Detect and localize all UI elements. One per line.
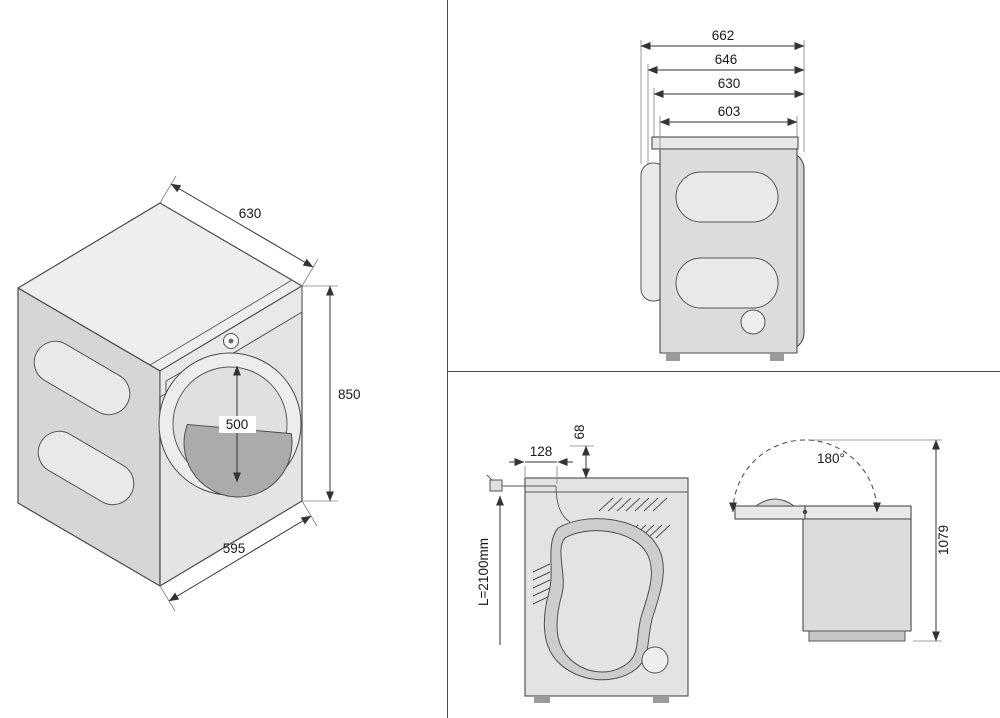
front-foot xyxy=(666,353,680,361)
dim-hose-length: L=2100mm xyxy=(476,495,504,645)
dim-label-68: 68 xyxy=(572,424,587,439)
extension-line xyxy=(159,585,176,612)
dim-door-diameter: 500 xyxy=(219,365,256,483)
drain-cap-rear xyxy=(641,646,669,674)
hose-entry xyxy=(555,485,571,523)
hose-connector-icon xyxy=(486,474,556,492)
drain-hose-coil-inner xyxy=(556,530,652,673)
dim-depth-3: 630 xyxy=(653,76,805,98)
lid-opening-arc xyxy=(729,439,881,513)
view-lid-open: 180° 1079 xyxy=(729,439,951,642)
top-lid-seam xyxy=(149,279,293,366)
view-side: 662 646 630 603 xyxy=(640,28,805,361)
dim-label-depth: 630 xyxy=(239,206,262,221)
dim-label-646: 646 xyxy=(715,52,738,67)
side-slot-lower xyxy=(675,257,779,309)
machine-body-front xyxy=(802,518,912,632)
dim-depth-4: 603 xyxy=(659,104,798,126)
dim-label-128: 128 xyxy=(530,444,553,459)
dim-width: 595 xyxy=(159,500,318,612)
dim-depth: 630 xyxy=(159,175,319,287)
dim-hose-offset-left: 128 xyxy=(509,444,573,484)
dim-label-background xyxy=(219,416,256,433)
right-foot xyxy=(653,696,669,703)
dim-label-630: 630 xyxy=(718,76,741,91)
rear-foot xyxy=(770,353,784,361)
dim-hose-offset-top: 68 xyxy=(570,424,594,479)
machine-base xyxy=(808,630,906,642)
side-vent-slot-lower xyxy=(37,430,135,506)
dimension-line xyxy=(170,183,314,268)
lid-handle xyxy=(754,498,796,507)
side-vent-slot-upper xyxy=(33,340,131,416)
program-knob-center xyxy=(228,338,234,344)
vent-hatch-top xyxy=(598,497,668,512)
dim-open-height: 1079 xyxy=(808,439,951,642)
extension-line xyxy=(301,258,319,287)
dim-label-hose-length: L=2100mm xyxy=(476,538,491,606)
top-panel xyxy=(804,505,912,520)
dim-label-662: 662 xyxy=(712,28,735,43)
view-rear: 128 68 L=2100mm xyxy=(476,424,689,703)
open-lid-panel xyxy=(734,505,806,520)
drain-cap xyxy=(740,309,766,335)
dim-label-door-diameter: 500 xyxy=(226,417,249,432)
left-foot xyxy=(534,696,550,703)
dimension-line xyxy=(168,515,312,602)
dim-depth-2: 646 xyxy=(647,52,805,74)
extension-line xyxy=(301,500,318,527)
top-panel xyxy=(651,136,799,150)
view-isometric: 630 850 500 595 xyxy=(17,175,361,612)
dim-depth-1: 662 xyxy=(640,28,805,50)
dim-label-height: 850 xyxy=(338,387,361,402)
dim-label-width: 595 xyxy=(223,541,246,556)
dim-label-1079: 1079 xyxy=(936,525,951,555)
dim-label-603: 603 xyxy=(718,104,741,119)
hinge-point xyxy=(802,509,808,515)
side-slot-upper xyxy=(675,171,779,223)
dim-height: 850 xyxy=(302,285,361,502)
dim-label-angle: 180° xyxy=(817,451,845,466)
extension-line xyxy=(159,175,177,204)
